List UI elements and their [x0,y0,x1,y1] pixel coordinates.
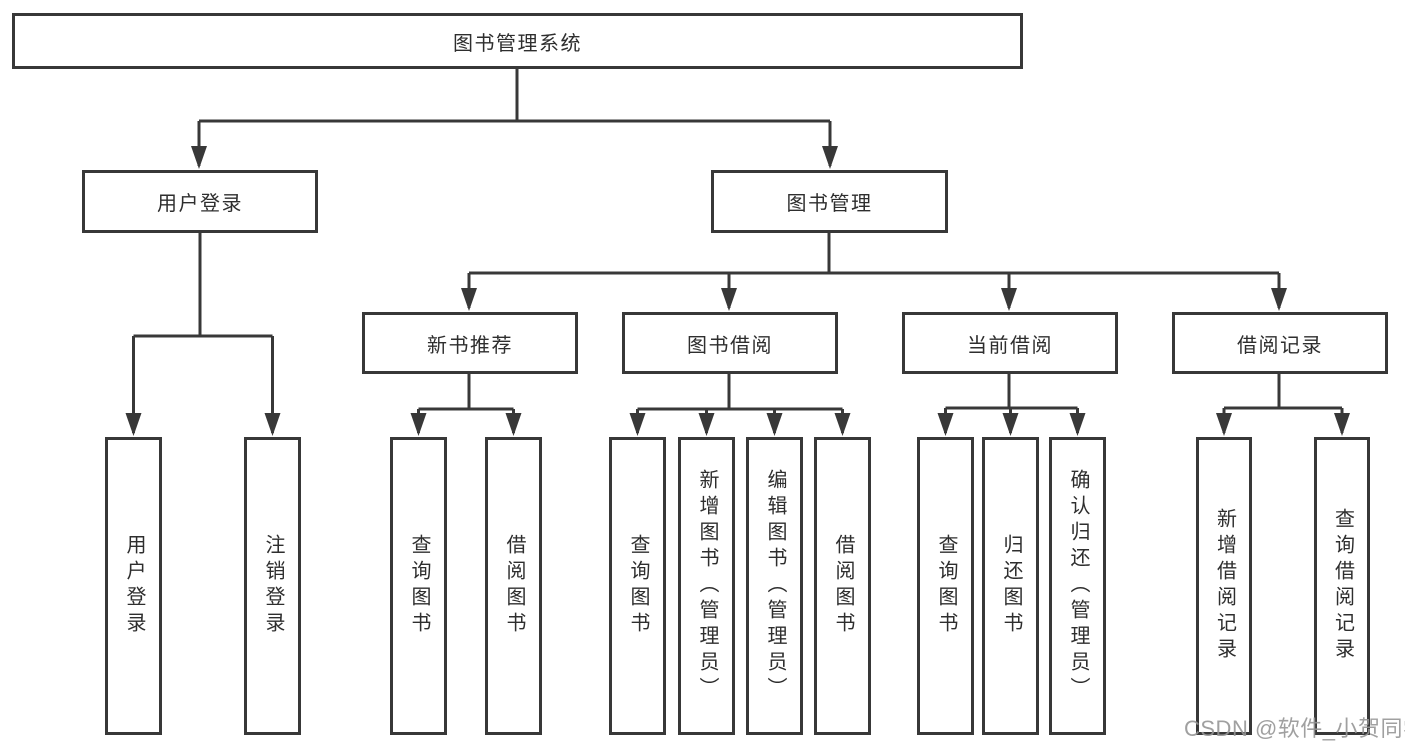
leaf-logout: 注销登录 [244,437,301,735]
leaf-bb-add-book: 新增图书（管理员） [678,437,735,735]
leaf-bb-query-book-label: 查询图书 [627,534,649,638]
csdn-watermark: CSDN @软件_小贺同学 [1184,716,1405,741]
connector-root-to-level2 [197,69,832,166]
leaf-br-query-record-label: 查询借阅记录 [1331,508,1354,664]
leaf-br-query-record: 查询借阅记录 [1314,437,1370,735]
connector-borrowrecord-to-leaves [1222,374,1344,433]
leaf-nb-borrow-book: 借阅图书 [485,437,542,735]
leaf-nb-query-book-label: 查询图书 [408,534,430,638]
node-borrow-record: 借阅记录 [1172,312,1388,374]
leaf-cb-return-book: 归还图书 [982,437,1039,735]
connector-bookborrow-to-leaves [636,374,844,433]
node-user-login: 用户登录 [82,170,318,233]
node-root: 图书管理系统 [12,13,1023,69]
connector-newbook-to-leaves [417,374,515,433]
leaf-bb-edit-book-label: 编辑图书（管理员） [764,469,786,703]
leaf-br-add-record: 新增借阅记录 [1196,437,1252,735]
connector-bookmgmt-to-level3 [467,233,1281,308]
leaf-bb-query-book: 查询图书 [609,437,666,735]
leaf-user-login: 用户登录 [105,437,162,735]
leaf-bb-borrow-book: 借阅图书 [814,437,871,735]
leaf-user-login-label: 用户登录 [123,534,145,638]
leaf-br-add-record-label: 新增借阅记录 [1213,508,1236,664]
connector-userlogin-to-leaves [132,233,274,433]
leaf-nb-borrow-book-label: 借阅图书 [503,534,525,638]
leaf-bb-add-book-label: 新增图书（管理员） [696,469,718,703]
arrowheads [125,146,1350,436]
leaf-cb-confirm-return: 确认归还（管理员） [1049,437,1106,735]
leaf-nb-query-book: 查询图书 [390,437,447,735]
node-current-borrow: 当前借阅 [902,312,1118,374]
node-book-borrow: 图书借阅 [622,312,838,374]
leaf-cb-query-book-label: 查询图书 [935,534,957,638]
leaf-cb-confirm-return-label: 确认归还（管理员） [1067,469,1089,703]
leaf-bb-borrow-book-label: 借阅图书 [832,534,854,638]
leaf-cb-query-book: 查询图书 [917,437,974,735]
node-new-book-recommend: 新书推荐 [362,312,578,374]
leaf-bb-edit-book: 编辑图书（管理员） [746,437,803,735]
leaf-cb-return-book-label: 归还图书 [1000,534,1022,638]
leaf-logout-label: 注销登录 [262,534,284,638]
node-book-management: 图书管理 [711,170,948,233]
